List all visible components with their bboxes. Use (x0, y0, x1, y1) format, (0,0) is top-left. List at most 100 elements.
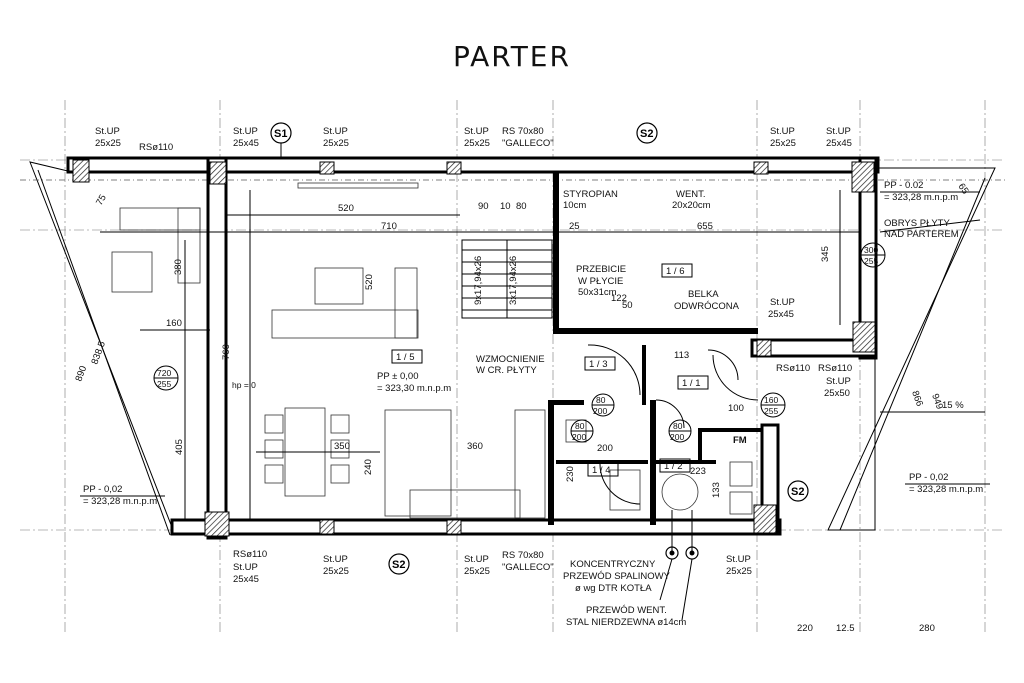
section-label: S2 (791, 486, 804, 498)
note: W PŁYCIE (578, 276, 623, 287)
note: WZMOCNIENIE (476, 354, 545, 365)
label: St.UP (323, 126, 348, 137)
room-number: 1 / 6 (666, 266, 685, 277)
room-number: 1 / 3 (589, 359, 608, 370)
top-wall-labels: St.UP 25x25 RSø110 St.UP 25x45 St.UP 25x… (95, 126, 852, 153)
level: PP - 0,02 (83, 484, 122, 495)
room-labels: 1 / 5 1 / 6 1 / 3 1 / 1 1 / 4 1 / 2 FM (391, 263, 747, 477)
room-number: FM (733, 435, 747, 446)
section-label: S2 (640, 128, 653, 140)
section-marker-s2-bottom: S2 (388, 553, 410, 575)
door-tag: 80 (575, 421, 585, 431)
label: St.UP (95, 126, 120, 137)
note: OBRYS PŁYTY (884, 218, 950, 229)
furniture (111, 182, 753, 519)
door-tag: 200 (572, 432, 586, 442)
dimension: 350 (334, 441, 350, 452)
dimension: 133 (711, 482, 722, 498)
note: WENT. (676, 189, 706, 200)
note: PRZEWÓD SPALINOWY (563, 571, 671, 582)
dimension: 75 (94, 193, 109, 208)
room-number: 1 / 5 (396, 352, 415, 363)
dimension: 220 (797, 623, 813, 634)
dimension: 890 (73, 364, 89, 383)
dimension: 223 (690, 466, 706, 477)
interior-walls (548, 172, 762, 525)
dimension: RSø110 (776, 363, 810, 374)
door-tag: 80 (673, 421, 683, 431)
label: RS 70x80 (502, 550, 544, 561)
dimension: 655 (697, 221, 713, 232)
label: St.UP (233, 562, 258, 573)
label: St.UP (464, 126, 489, 137)
dimension: 65 (956, 181, 971, 196)
dimension: 710 (381, 221, 397, 232)
label: 25x25 (770, 138, 796, 149)
level: = 323,30 m.n.p.m (377, 383, 451, 394)
note: ø wg DTR KOTŁA (575, 583, 652, 594)
level: PP - 0,02 (909, 472, 948, 483)
dimension: 200 (597, 443, 613, 454)
level: PP - 0.02 (884, 180, 923, 191)
dimension: 345 (820, 246, 831, 262)
label: RSø110 (233, 549, 267, 560)
note: BELKA (688, 289, 719, 300)
bottom-wall-labels: RSø110 St.UP 25x45 St.UP 25x25 St.UP 25x… (233, 549, 752, 585)
window-tag: 160 (764, 395, 778, 405)
room-number: 1 / 4 (592, 465, 611, 476)
label: "GALLECO" (502, 138, 554, 149)
label: St.UP (826, 126, 851, 137)
room-number: 1 / 1 (682, 378, 701, 389)
label: St.UP (726, 554, 751, 565)
dimension: 50 (622, 300, 633, 311)
label: RSø110 (139, 142, 173, 153)
door-tag: 200 (593, 406, 607, 416)
dimension: 760 (221, 344, 232, 360)
label: 25x25 (726, 566, 752, 577)
note: KONCENTRYCZNY (570, 559, 656, 570)
plan-title: PARTER (453, 40, 571, 73)
window-tag: 255 (864, 256, 878, 266)
dimension: 90 (478, 201, 489, 212)
label: St.UP (770, 126, 795, 137)
flue-notes: KONCENTRYCZNY PRZEWÓD SPALINOWY ø wg DTR… (563, 510, 699, 628)
label: "GALLECO" (502, 562, 554, 573)
dimension: 80 (516, 201, 527, 212)
slope-note: 15 % (942, 400, 964, 411)
dimension: 160 (166, 318, 182, 329)
label: St.UP (464, 554, 489, 565)
dimension: 3x17,94x26 (508, 256, 519, 305)
note: NAD PARTEREM (884, 229, 959, 240)
label: 25x45 (826, 138, 852, 149)
dimension: 240 (363, 459, 374, 475)
dimension-lines (100, 190, 860, 520)
dimension: 9x17,94x26 (473, 256, 484, 305)
section-marker-s2-right: S2 (787, 480, 809, 502)
note: 20x20cm (672, 200, 711, 211)
dimension-texts: 520 710 655 25 90 10 80 160 350 360 122 … (153, 201, 935, 634)
dimension: 949 (929, 392, 945, 411)
vertical-dimension-texts: 380 760 405 240 520 345 230 133 9x17,94x… (73, 181, 970, 498)
level: = 323,28 m.n.p.m (83, 496, 157, 507)
door-tag: 200 (670, 432, 684, 442)
note: ODWRÓCONA (674, 301, 740, 312)
note: W CR. PŁYTY (476, 365, 537, 376)
window-tag: 255 (764, 406, 778, 416)
level: hp = 0 (232, 380, 256, 390)
dimension: 360 (467, 441, 483, 452)
dimension: St.UP (770, 297, 795, 308)
note: STYROPIAN (563, 189, 618, 200)
dimension: 10 (500, 201, 511, 212)
note: STAL NIERDZEWNA ø14cm (566, 617, 686, 628)
dimension: St.UP (826, 376, 851, 387)
dimension: 405 (174, 439, 185, 455)
room-notes: STYROPIAN 10cm WENT. 20x20cm PRZEBICIE W… (476, 189, 985, 413)
label: St.UP (323, 554, 348, 565)
window-tag: 255 (157, 379, 171, 389)
level: = 323,28 m.n.p.m (909, 484, 983, 495)
note: PRZEWÓD WENT. (586, 605, 667, 616)
dimension: 122 (611, 293, 627, 304)
dimension: 230 (565, 466, 576, 482)
section-label: S1 (274, 128, 287, 140)
